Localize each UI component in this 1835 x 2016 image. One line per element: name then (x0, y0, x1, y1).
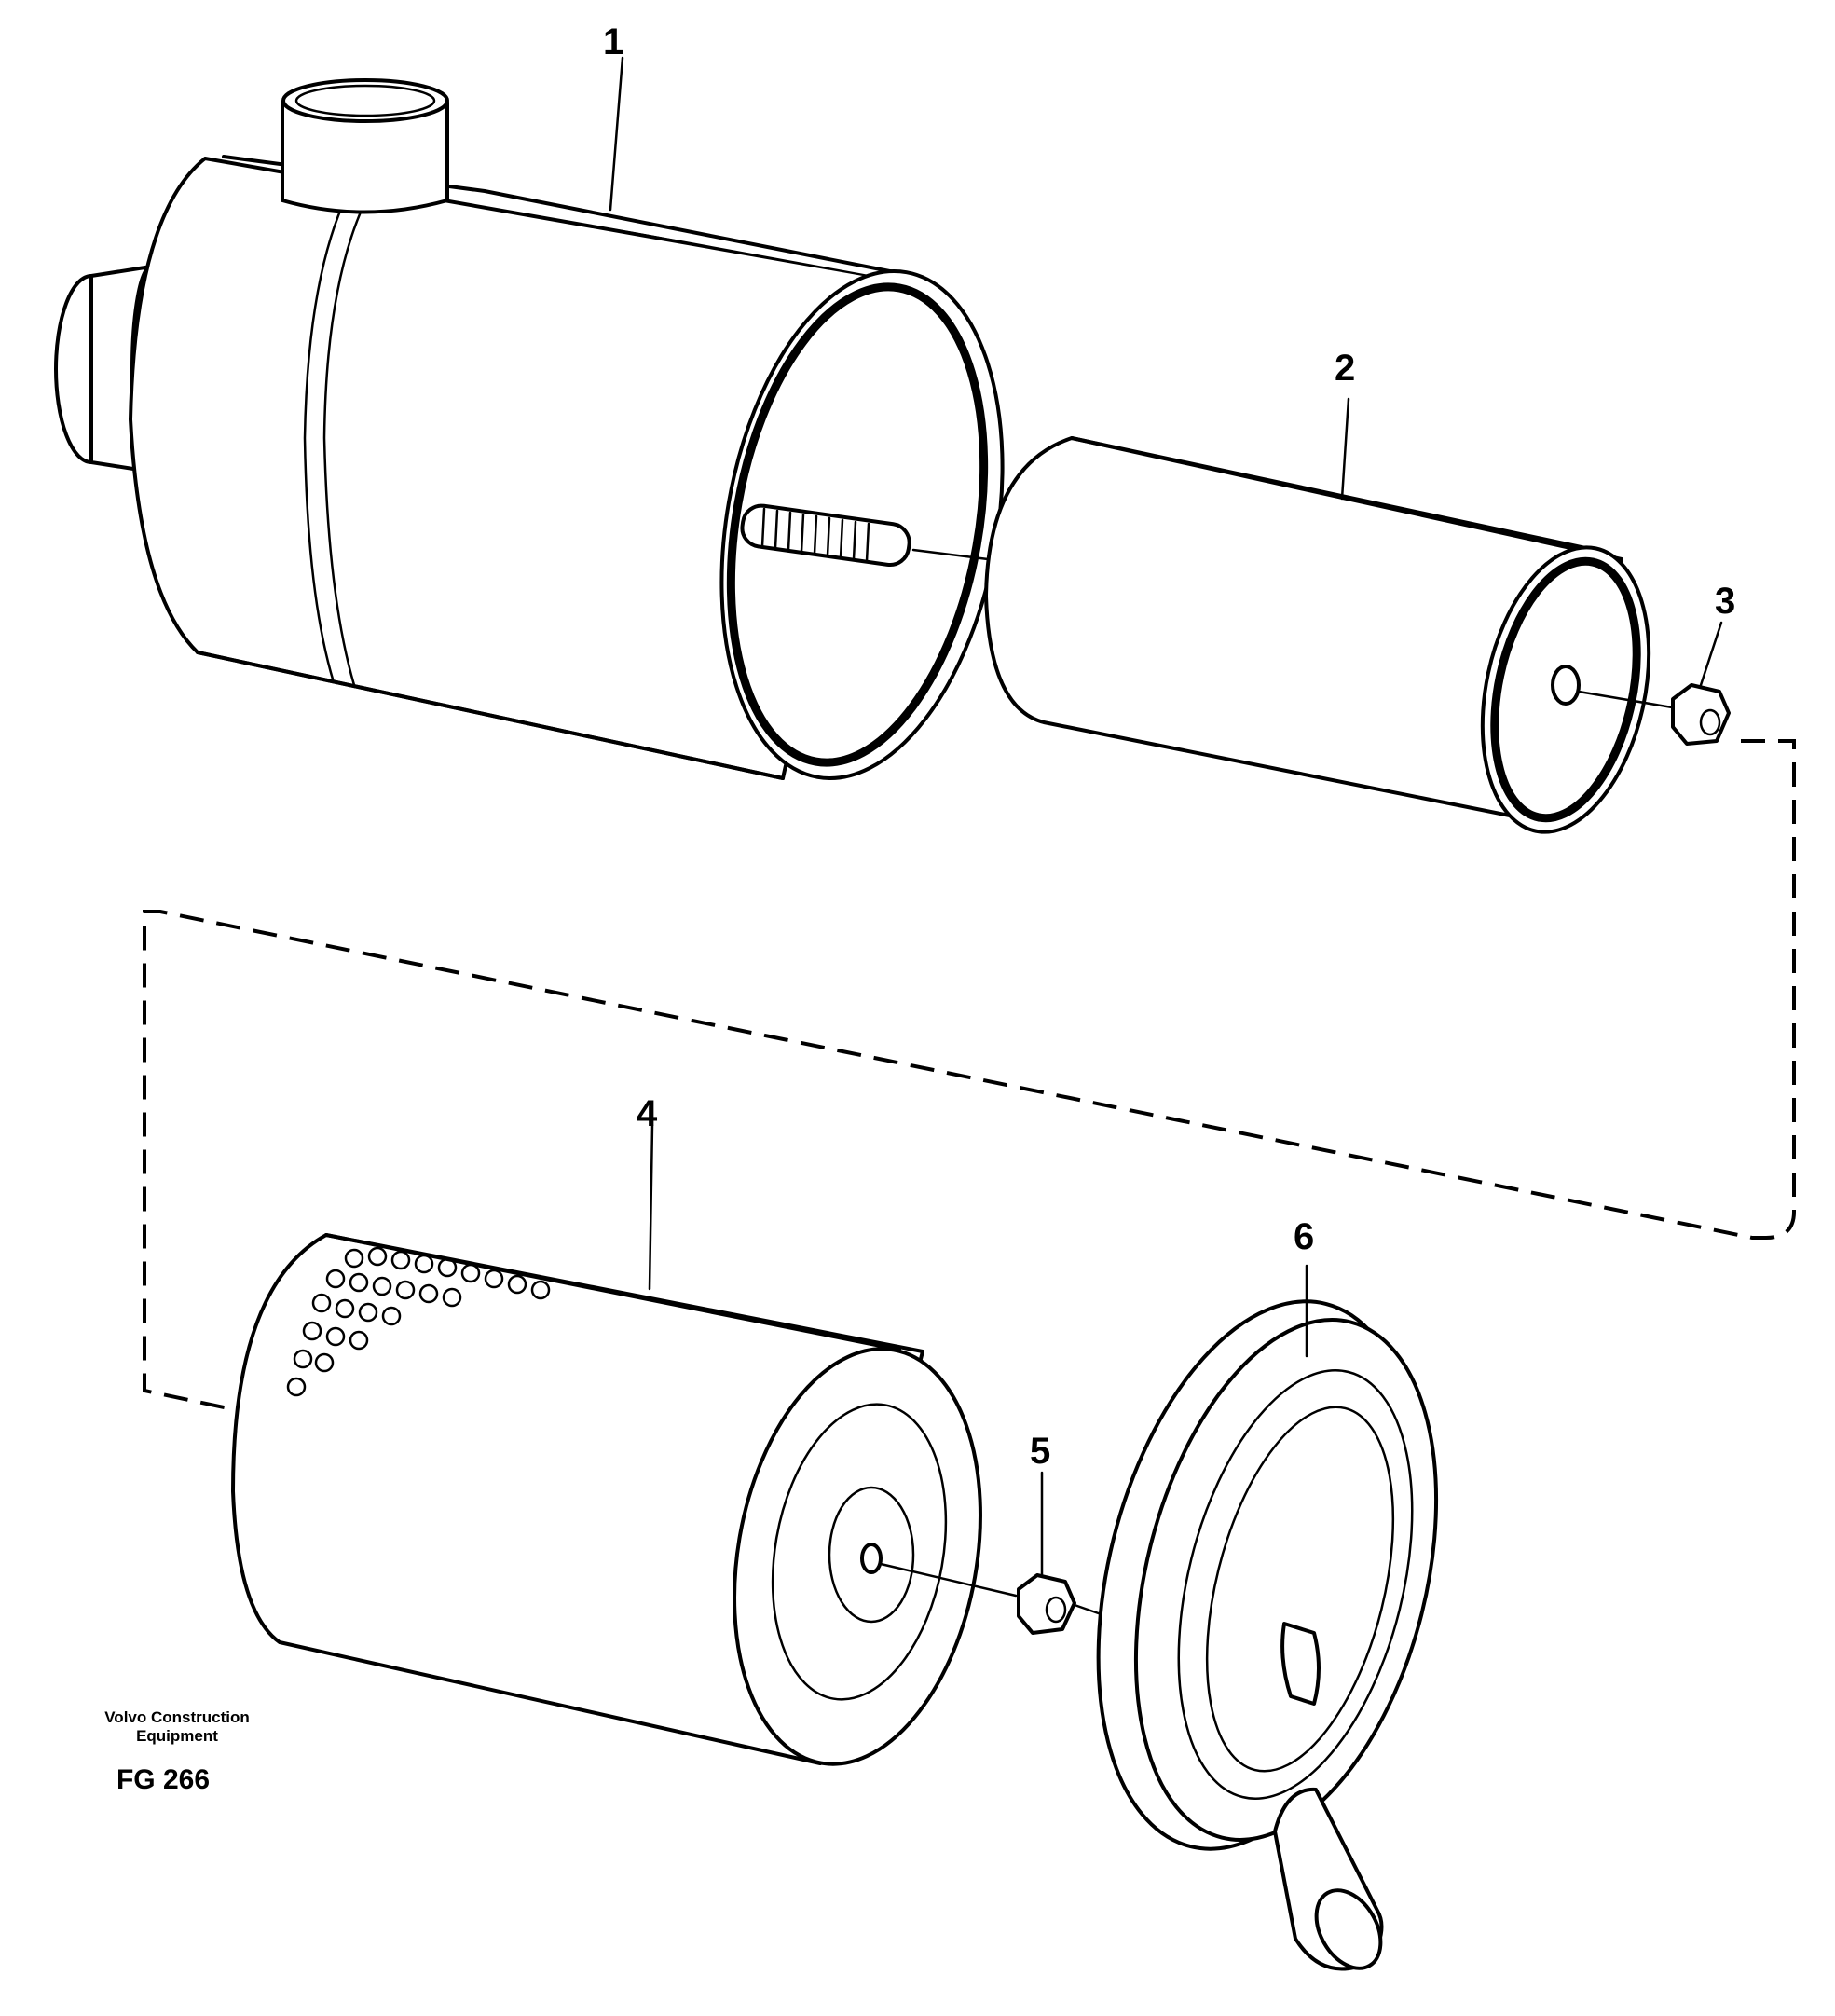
leader-lines (609, 56, 1723, 1577)
company-line-2: Equipment (136, 1727, 218, 1745)
callout-6: 6 (1294, 1216, 1314, 1257)
part-5-nut (1017, 1573, 1111, 1635)
callout-4: 4 (637, 1093, 658, 1134)
callout-1: 1 (603, 21, 623, 62)
callout-3: 3 (1715, 581, 1735, 622)
part-1-housing (54, 78, 1005, 780)
part-4-main-filter (231, 1233, 1018, 1766)
part-2-filter-element (984, 436, 1679, 834)
company-caption: Volvo Construction Equipment (65, 1708, 289, 1746)
callout-5: 5 (1030, 1431, 1050, 1472)
dashed-connector (143, 739, 1796, 1411)
company-line-1: Volvo Construction (104, 1708, 250, 1726)
perforation-pattern (286, 1246, 551, 1397)
part-3-nut (1671, 683, 1731, 746)
figure-code: FG 266 (116, 1764, 211, 1795)
part-6-end-cover (1096, 1299, 1439, 1971)
callout-2: 2 (1335, 348, 1355, 389)
